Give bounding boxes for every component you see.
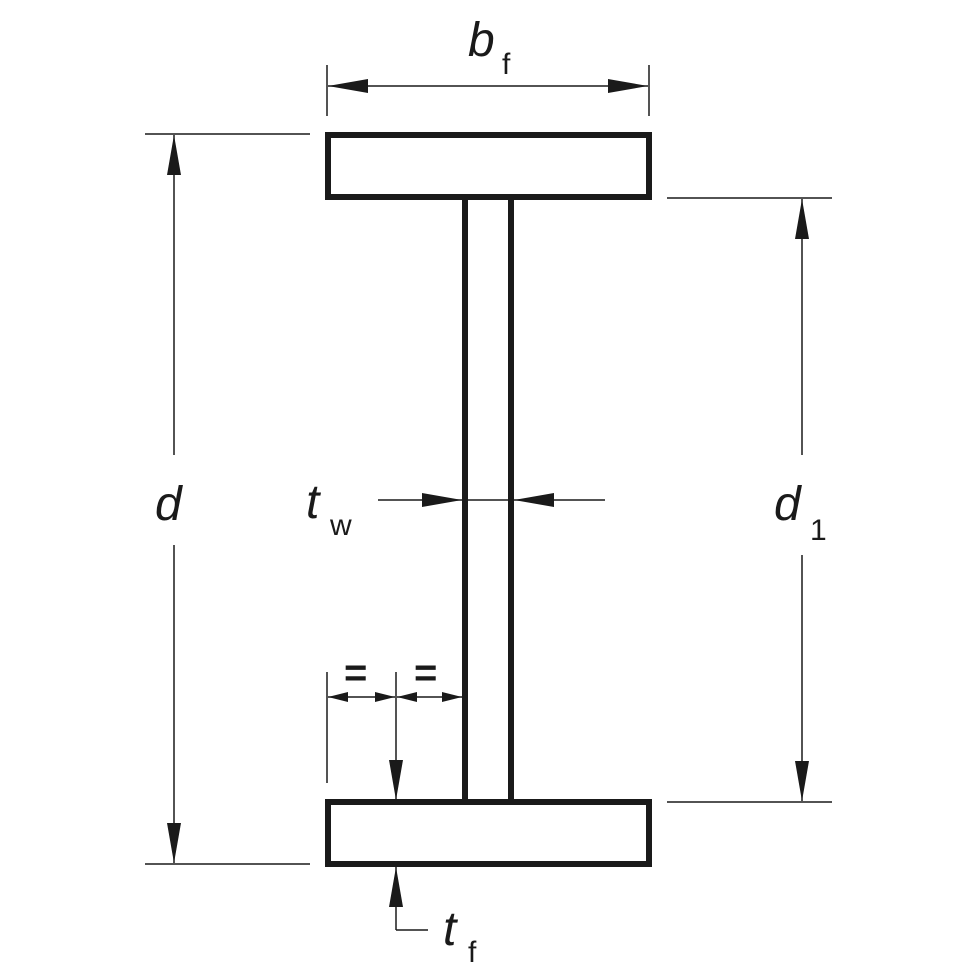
- label-tf-sub: f: [468, 936, 477, 969]
- depth-dimension: [145, 133, 310, 865]
- equal-mark-right: =: [414, 651, 437, 695]
- label-tf: t: [443, 903, 458, 956]
- equal-spacing-dimension: [326, 672, 462, 783]
- label-d: d: [155, 478, 183, 531]
- label-bf-sub: f: [502, 48, 511, 81]
- top-flange: [325, 132, 652, 200]
- label-tw-sub: w: [329, 509, 352, 542]
- web-depth-dimension: [667, 197, 832, 803]
- label-d1-sub: 1: [810, 514, 827, 547]
- label-bf: b: [468, 14, 495, 67]
- label-d1: d: [774, 478, 802, 531]
- flange-width-dimension: [326, 65, 650, 116]
- bottom-flange: [325, 799, 652, 867]
- equal-mark-left: =: [344, 651, 367, 695]
- flange-thickness-dimension: [389, 672, 428, 931]
- label-tw: t: [306, 476, 321, 529]
